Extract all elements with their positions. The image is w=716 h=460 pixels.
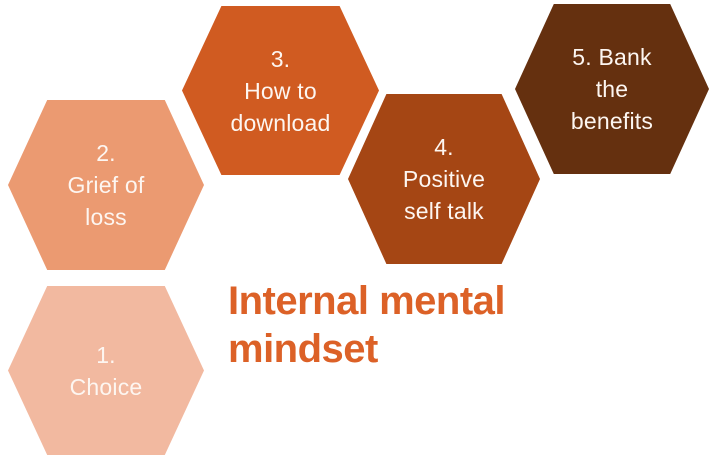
step-text: benefits: [570, 108, 654, 134]
hexagon-step-1-shape: 1. Choice: [8, 286, 204, 455]
hexagon-step-5: 5. Bank the benefits: [510, 0, 714, 178]
step-text: loss: [85, 204, 127, 230]
diagram-title-line1: Internal mental: [228, 279, 506, 323]
step-text: Grief of: [67, 172, 145, 198]
hexagon-step-4-label: 4. Positive self talk: [403, 131, 485, 227]
hexagon-step-3-label: 3. How to download: [230, 43, 330, 139]
step-text: self talk: [404, 198, 484, 224]
diagram-title: Internal mental mindset: [228, 277, 628, 373]
step-number: 4.: [434, 134, 454, 160]
hexagon-step-4: 4. Positive self talk: [343, 90, 545, 268]
step-text: download: [230, 109, 331, 136]
step-number: 1.: [96, 341, 116, 368]
hexagon-step-1-label: 1. Choice: [70, 339, 143, 403]
hexagon-step-2-shape: 2. Grief of loss: [8, 100, 204, 270]
step-text: How to: [244, 77, 317, 104]
hexagon-step-2: 2. Grief of loss: [3, 96, 209, 274]
hexagon-step-2-label: 2. Grief of loss: [67, 137, 144, 233]
step-text: Choice: [69, 373, 143, 400]
step-number: 3.: [270, 45, 291, 72]
step-number: 5. Bank: [572, 44, 652, 70]
hexagon-step-3: 3. How to download: [177, 2, 384, 179]
step-text: the: [595, 76, 629, 102]
hexagon-step-4-shape: 4. Positive self talk: [348, 94, 540, 264]
hexagon-step-3-shape: 3. How to download: [182, 6, 379, 175]
diagram-title-line2: mindset: [228, 327, 378, 371]
hexagon-step-5-label: 5. Bank the benefits: [571, 41, 653, 137]
hexagon-step-5-shape: 5. Bank the benefits: [515, 4, 709, 174]
step-text: Positive: [402, 166, 486, 192]
hexagon-step-1: 1. Choice: [3, 282, 209, 459]
step-number: 2.: [96, 140, 116, 166]
